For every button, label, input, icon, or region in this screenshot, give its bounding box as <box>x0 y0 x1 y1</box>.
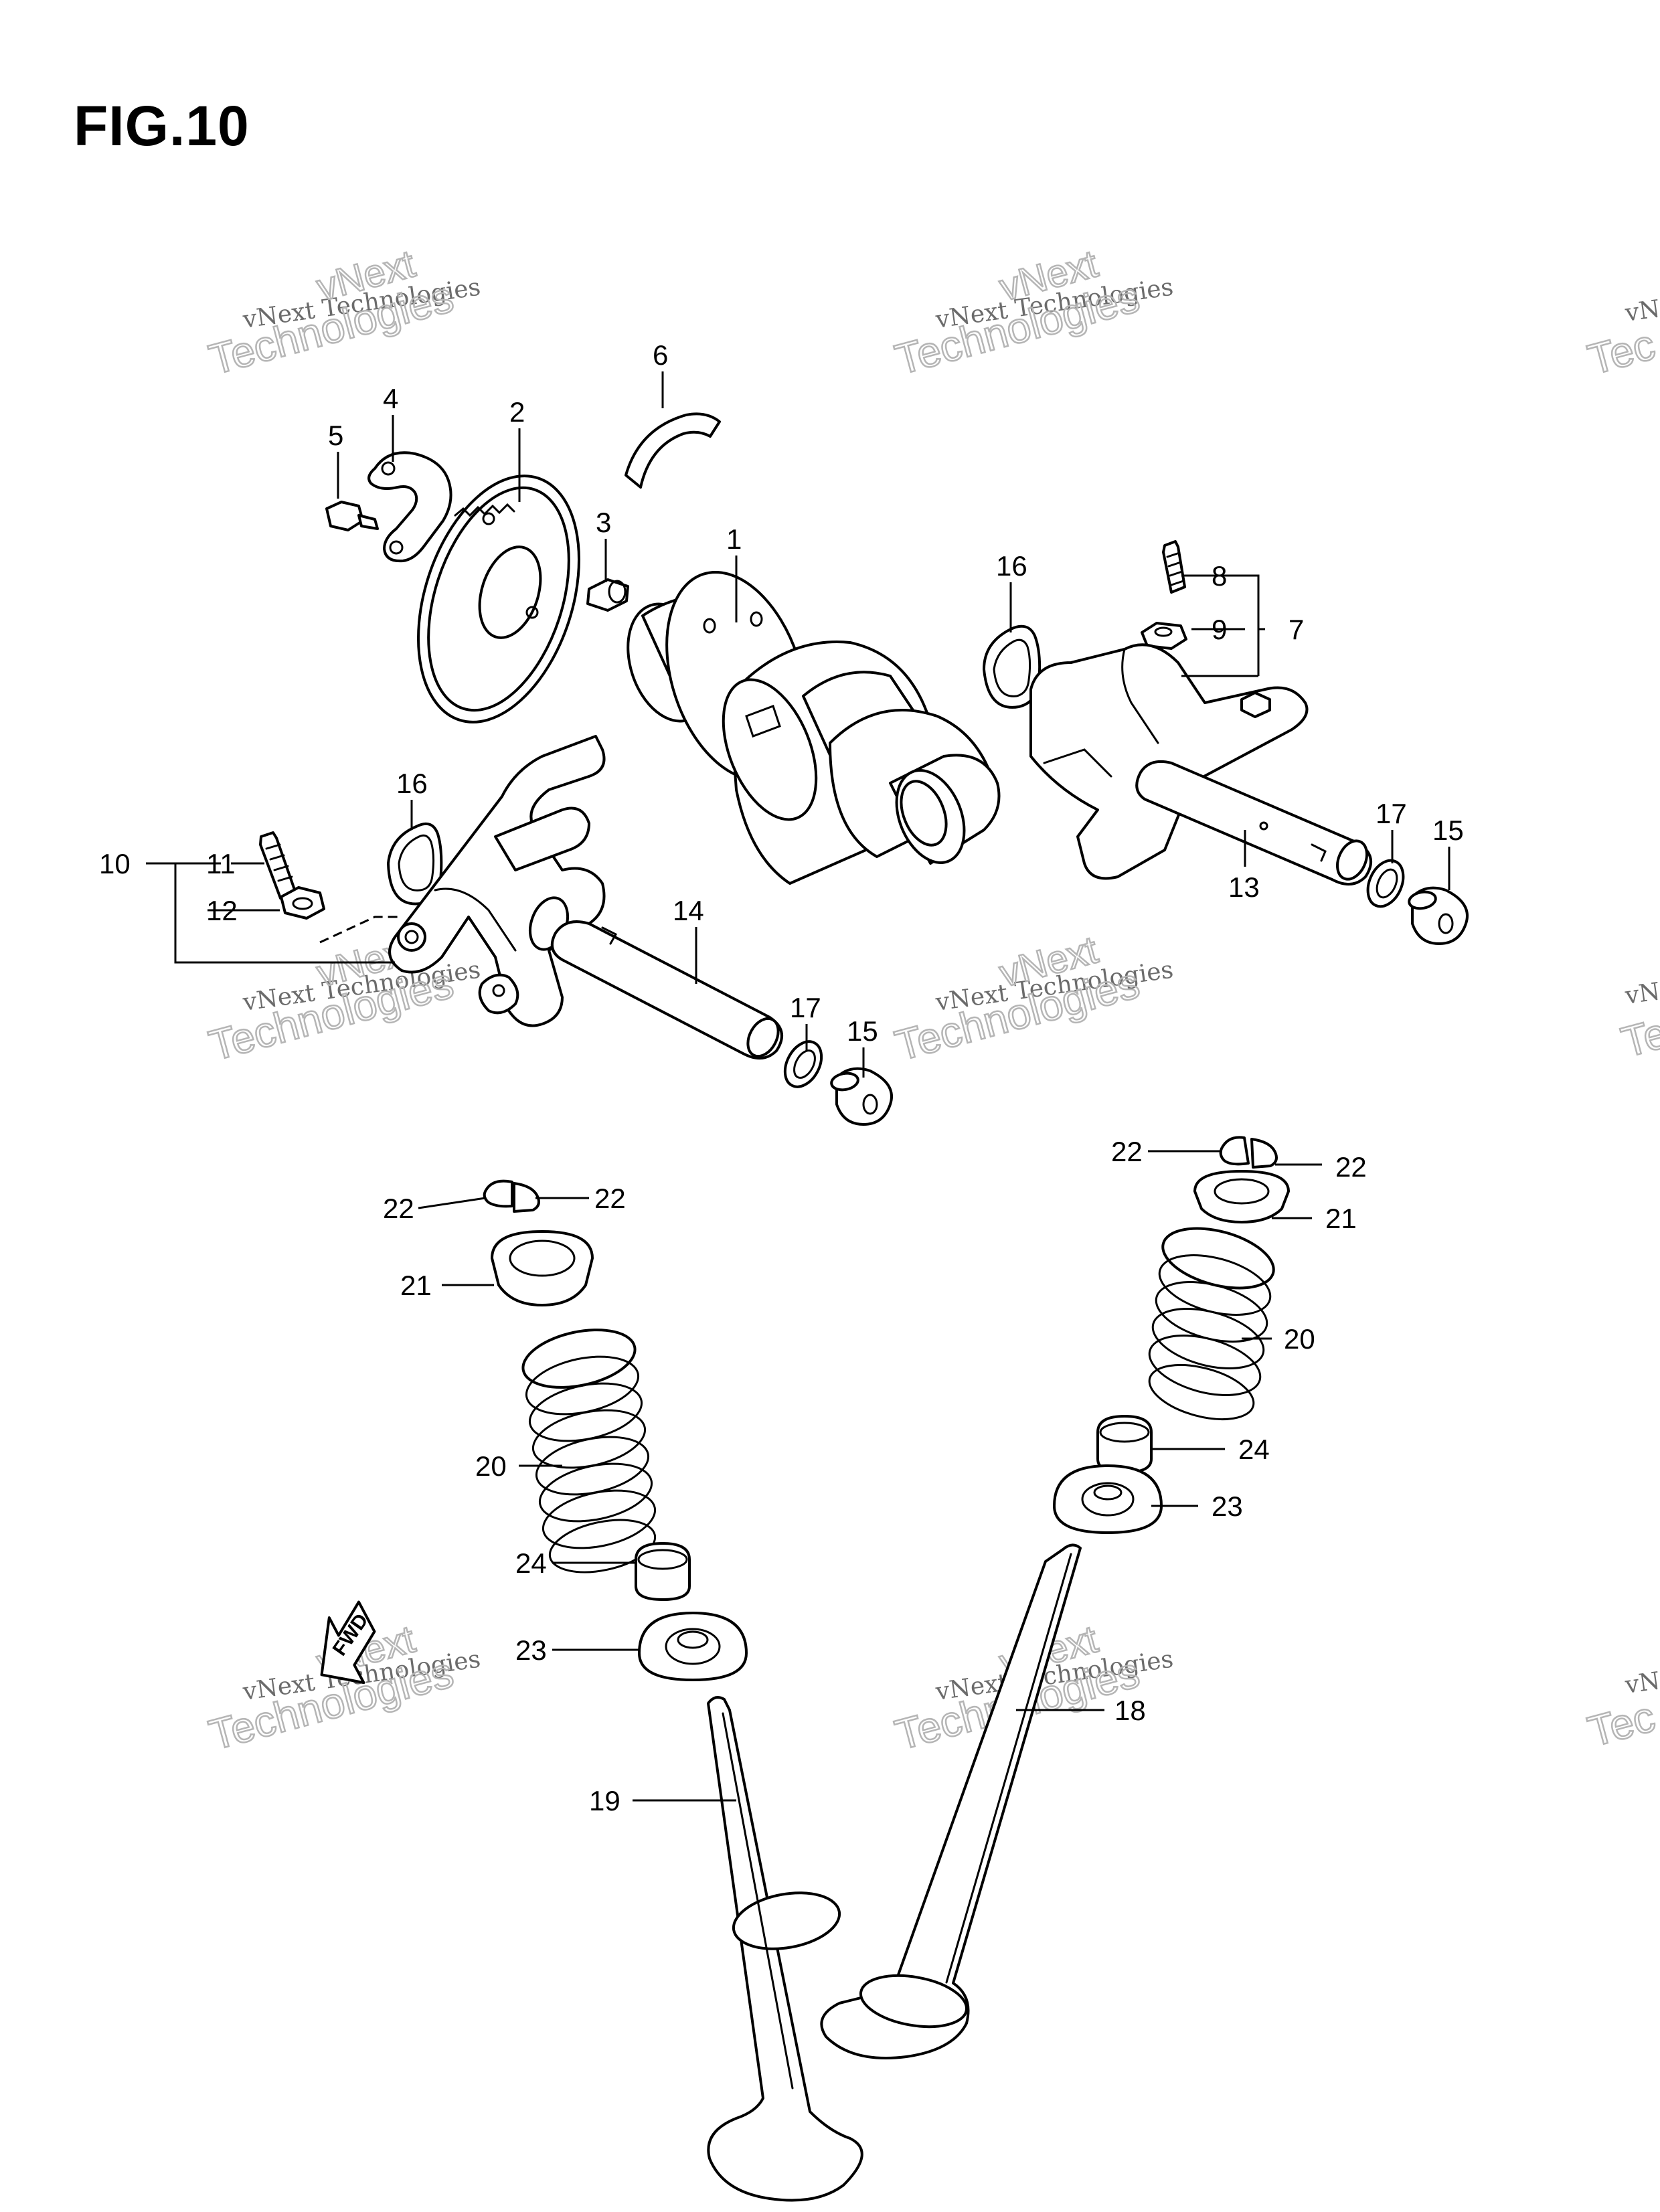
callout-21-right: 21 <box>1325 1203 1357 1234</box>
part-23-seat-left <box>638 1612 748 1681</box>
callout-7: 7 <box>1289 614 1304 645</box>
part-17-washer-lower <box>783 1040 823 1088</box>
svg-text:vNe: vNe <box>1623 1665 1660 1699</box>
callout-20-right: 20 <box>1284 1323 1315 1355</box>
callout-9: 9 <box>1212 614 1227 645</box>
leader-lines <box>146 371 1450 1802</box>
watermark-mr: vNe Tec <box>1616 976 1660 1068</box>
part-19-valve-left <box>707 1696 863 2202</box>
callout-2: 2 <box>509 396 525 428</box>
callout-15-lower: 15 <box>847 1015 878 1047</box>
callout-5: 5 <box>328 420 343 451</box>
part-22-cotter-left <box>483 1179 540 1213</box>
callout-22-right-a: 22 <box>1111 1136 1143 1167</box>
part-8-adjust-screw <box>1162 540 1186 594</box>
callout-23-right: 23 <box>1212 1491 1243 1522</box>
figure-title: FIG.10 <box>74 94 250 157</box>
watermark-br: vNe Tec <box>1582 1665 1660 1757</box>
callout-4: 4 <box>383 383 398 414</box>
callout-22-left-b: 22 <box>594 1183 626 1214</box>
callout-24-right: 24 <box>1238 1434 1270 1465</box>
callout-18: 18 <box>1114 1695 1146 1726</box>
part-21-retainer-left <box>491 1230 594 1306</box>
part-17-washer-upper <box>1366 859 1405 908</box>
callout-13: 13 <box>1228 871 1260 903</box>
part-23-seat-right <box>1053 1464 1163 1534</box>
part-15-shaft-cap-lower <box>830 1067 893 1126</box>
part-11-adjust-screw <box>259 831 297 900</box>
callout-22-right-b: 22 <box>1335 1151 1367 1183</box>
svg-text:vNe: vNe <box>1623 293 1660 327</box>
part-15-shaft-cap-upper <box>1408 886 1469 945</box>
part-12-lock-nut <box>280 886 325 920</box>
svg-text:Tec: Tec <box>1616 1003 1660 1066</box>
callout-10: 10 <box>99 848 131 879</box>
part-20-spring-right <box>1148 1227 1275 1420</box>
callout-21-left: 21 <box>400 1270 432 1301</box>
part-16-oring-lower <box>387 823 443 906</box>
watermark-tc: vNext Technologies vNext Technologies <box>890 241 1175 385</box>
part-24-seal-left <box>635 1542 691 1601</box>
callout-23-left: 23 <box>515 1634 547 1666</box>
watermark-tr: vNe Tec <box>1582 293 1660 385</box>
svg-text:Tec: Tec <box>1583 320 1660 384</box>
callout-22-left-a: 22 <box>383 1193 414 1224</box>
callout-8: 8 <box>1212 560 1227 592</box>
part-22-cotter-right <box>1219 1136 1278 1169</box>
part-14-rocker-shaft-lower <box>550 920 783 1059</box>
callout-6: 6 <box>653 339 668 371</box>
part-20-spring-left <box>521 1329 657 1573</box>
watermark-mc: vNext Technologies vNext Technologies <box>890 927 1175 1071</box>
callout-16-upper: 16 <box>996 550 1027 582</box>
part-10-rocker-arm-lower <box>388 735 606 1027</box>
part-5-bolt <box>325 501 379 531</box>
callout-16-lower: 16 <box>396 768 428 799</box>
part-2-cam-sprocket <box>417 475 580 724</box>
part-24-seal-right <box>1096 1415 1153 1474</box>
callout-3: 3 <box>596 507 611 538</box>
part-3-dowel-pin <box>586 578 629 612</box>
callout-20-left: 20 <box>475 1450 507 1482</box>
part-16-oring-upper <box>983 624 1042 709</box>
svg-text:Tec: Tec <box>1583 1692 1660 1756</box>
part-6-half-ring <box>625 412 721 489</box>
callout-17-upper: 17 <box>1376 798 1407 829</box>
callout-15-upper: 15 <box>1432 815 1464 846</box>
callout-1: 1 <box>726 523 742 555</box>
callout-11: 11 <box>206 848 236 879</box>
callout-14: 14 <box>673 895 704 926</box>
part-13-rocker-shaft-upper <box>1135 760 1372 885</box>
callout-17-lower: 17 <box>790 992 821 1023</box>
callout-labels: 5 4 2 3 6 1 16 8 9 7 13 17 15 16 10 11 1… <box>99 339 1464 1816</box>
callout-12: 12 <box>206 895 238 926</box>
part-21-retainer-right <box>1193 1170 1290 1223</box>
callout-19: 19 <box>589 1785 620 1816</box>
watermark-tl: vNext Technologies vNext Technologies <box>203 241 483 385</box>
svg-text:vNe: vNe <box>1623 976 1660 1010</box>
part-1-camshaft <box>627 570 1001 885</box>
part-18-valve-right <box>820 1543 1082 2059</box>
callout-24-left: 24 <box>515 1547 547 1579</box>
part-4-retainer-plate <box>367 451 452 563</box>
